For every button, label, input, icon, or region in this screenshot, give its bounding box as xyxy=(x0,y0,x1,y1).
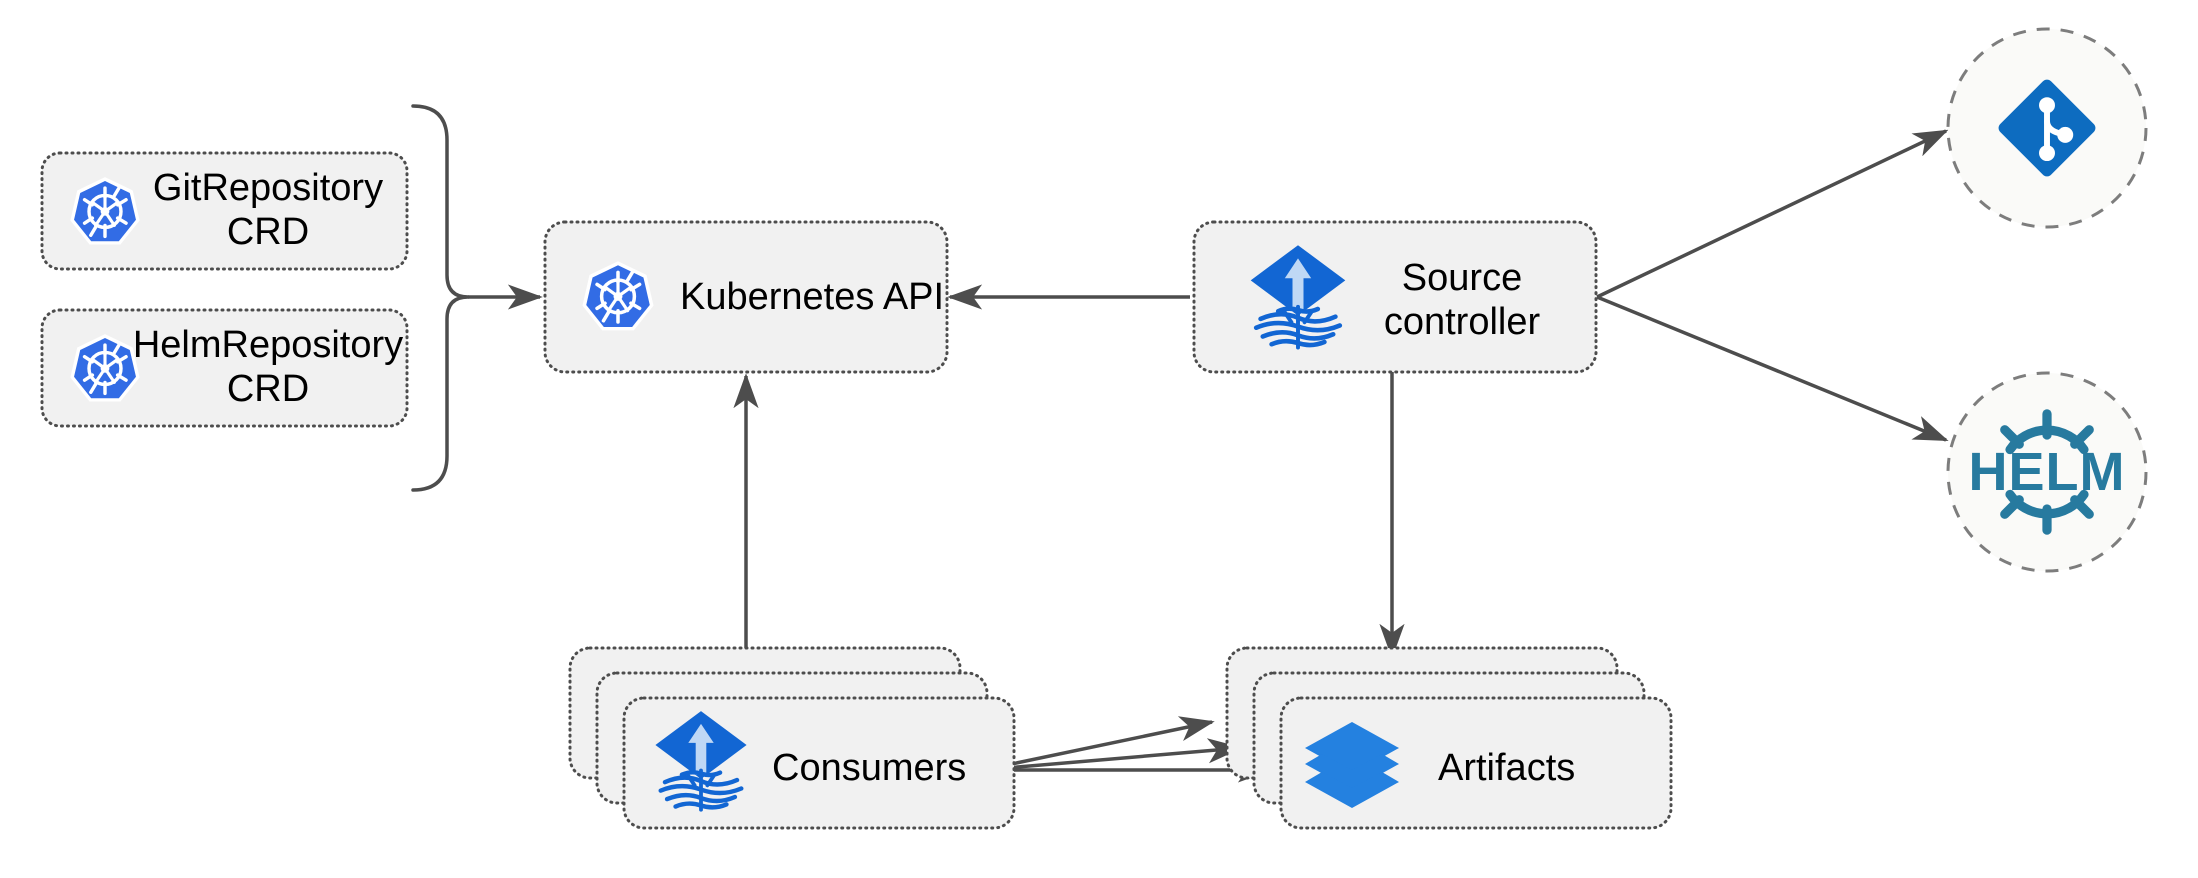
helm-provider-label: HELM xyxy=(1969,442,2126,502)
edge-layer xyxy=(411,104,1949,783)
source-controller-label-line2: controller xyxy=(1384,301,1541,343)
node-git-provider[interactable] xyxy=(1946,27,2148,229)
git-repository-crd-label-line1: GitRepository xyxy=(153,167,383,209)
node-kubernetes-api[interactable]: Kubernetes API xyxy=(543,220,949,374)
node-git-repository-crd[interactable]: GitRepository CRD xyxy=(40,151,409,271)
crd-bracket xyxy=(411,104,470,492)
edge-source-controller-to-helm xyxy=(1596,295,1949,442)
node-artifacts[interactable]: Artifacts xyxy=(1225,646,1673,830)
edge-consumers-to-artifacts-top xyxy=(982,716,1215,772)
helm-repository-crd-label-line2: CRD xyxy=(227,368,309,410)
artifacts-label: Artifacts xyxy=(1438,747,1575,789)
node-helm-provider[interactable]: HELM xyxy=(1946,371,2148,573)
node-source-controller[interactable]: Source controller xyxy=(1192,220,1598,374)
node-consumers[interactable]: Consumers xyxy=(568,646,1016,830)
edge-consumers-to-artifacts-middle xyxy=(982,738,1243,772)
edge-source-controller-to-git xyxy=(1596,129,1949,299)
git-repository-crd-label-line2: CRD xyxy=(227,211,309,253)
kubernetes-api-label: Kubernetes API xyxy=(680,276,944,318)
consumers-label: Consumers xyxy=(772,747,966,789)
node-helm-repository-crd[interactable]: HelmRepository CRD xyxy=(40,308,409,428)
source-controller-label-line1: Source xyxy=(1402,257,1522,299)
helm-repository-crd-label-line1: HelmRepository xyxy=(133,324,403,366)
